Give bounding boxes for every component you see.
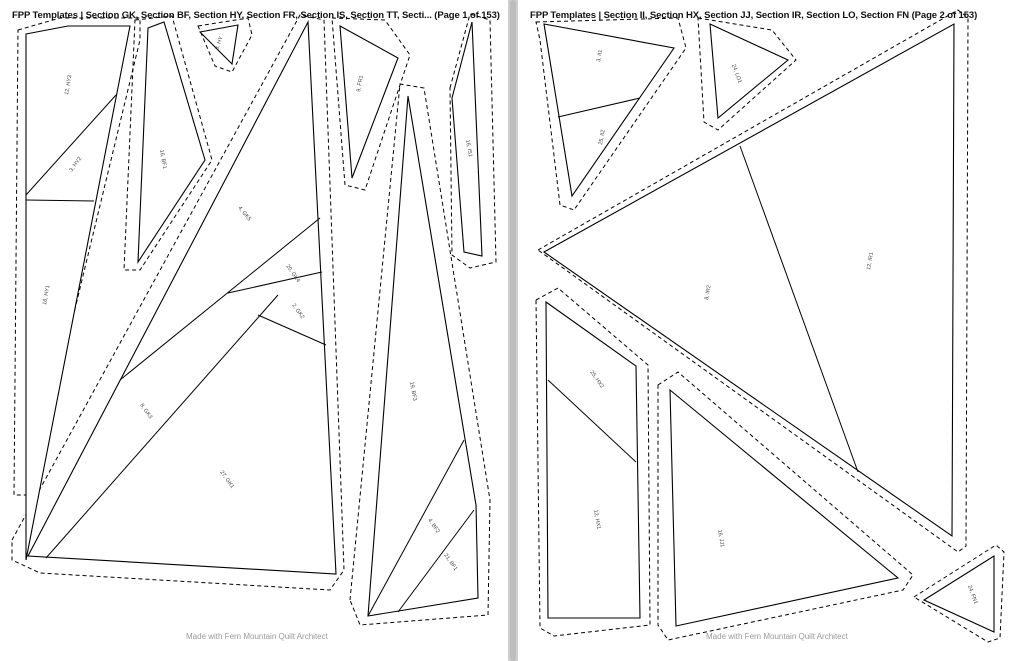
cut-line-bf [123, 15, 213, 271]
label-ii2: 25, II2 [598, 129, 607, 145]
label-fr1: 9, FR1 [356, 75, 365, 92]
label-ir2: 8, IR2 [704, 285, 712, 301]
label-ii1: 3, II1 [596, 49, 604, 62]
piece-is [451, 21, 483, 257]
piece-ii [543, 23, 675, 198]
cut-line-fr [331, 17, 411, 191]
cut-line-jj [657, 371, 914, 641]
page-title: FPP Templates | Section II, Section HX, … [530, 10, 978, 21]
seam-hx-a [547, 379, 637, 463]
label-hy1: 16, HY1 [42, 285, 51, 306]
page-footer: Made with Fern Mountain Quilt Architect [706, 632, 848, 641]
cut-line-bf-right [349, 83, 491, 626]
seam-hy-b [25, 199, 95, 202]
seam-gk-d [45, 294, 279, 559]
label-is1: 16, IS1 [464, 139, 473, 157]
seam-gk-b [227, 271, 323, 294]
label-hx1: 12, HX1 [592, 509, 601, 530]
cut-line-gk [11, 14, 345, 591]
cut-line-fn [913, 544, 1005, 643]
seam-ir-a [739, 145, 859, 473]
template-drawing-page-2: 3, II1 25, II2 24, LO1 8, IR2 12, IR1 25… [535, 9, 1005, 643]
label-bf3: 19, BF3 [408, 381, 417, 401]
page-title: FPP Templates | Section GK, Section BF, … [12, 10, 500, 21]
piece-bf [137, 21, 206, 264]
piece-fr [339, 25, 399, 179]
label-jj1: 16, JJ1 [716, 529, 725, 548]
cut-line-small [197, 17, 253, 73]
piece-lo [709, 23, 790, 120]
cut-line-is [449, 13, 497, 269]
seam-gk-c [257, 314, 327, 346]
seam-bf-a [367, 439, 465, 617]
cut-line-ii [535, 17, 687, 211]
piece-bf-right [367, 95, 479, 617]
template-page-1: FPP Templates | Section GK, Section BF, … [0, 0, 508, 661]
template-drawing-page-1: 12, HY3 3, HY2 16, HY1 16, BF1 3, HY 4, … [11, 13, 497, 626]
seam-hy-a [25, 94, 117, 196]
piece-fn [922, 555, 995, 633]
seam-gk-a [119, 217, 321, 381]
piece-hx [545, 300, 641, 619]
label-bf1: 16, BF1 [158, 149, 167, 169]
piece-hy [25, 25, 131, 561]
vertical-scrollbar[interactable] [510, 0, 516, 661]
piece-gk [27, 19, 337, 575]
cut-line-hy [13, 17, 141, 496]
piece-small [198, 24, 239, 66]
piece-ir [542, 23, 955, 538]
label-ir1: 12, IR1 [866, 252, 875, 271]
cut-line-ir [537, 9, 969, 553]
seam-bf-b [397, 509, 475, 613]
page-footer: Made with Fern Mountain Quilt Architect [186, 632, 328, 641]
seam-ii-a [557, 97, 641, 118]
piece-jj [669, 388, 900, 627]
label-hy3: 12, HY3 [64, 75, 73, 96]
label-small: 3, HY [214, 35, 224, 50]
template-page-2: FPP Templates | Section II, Section HX, … [518, 0, 1024, 661]
